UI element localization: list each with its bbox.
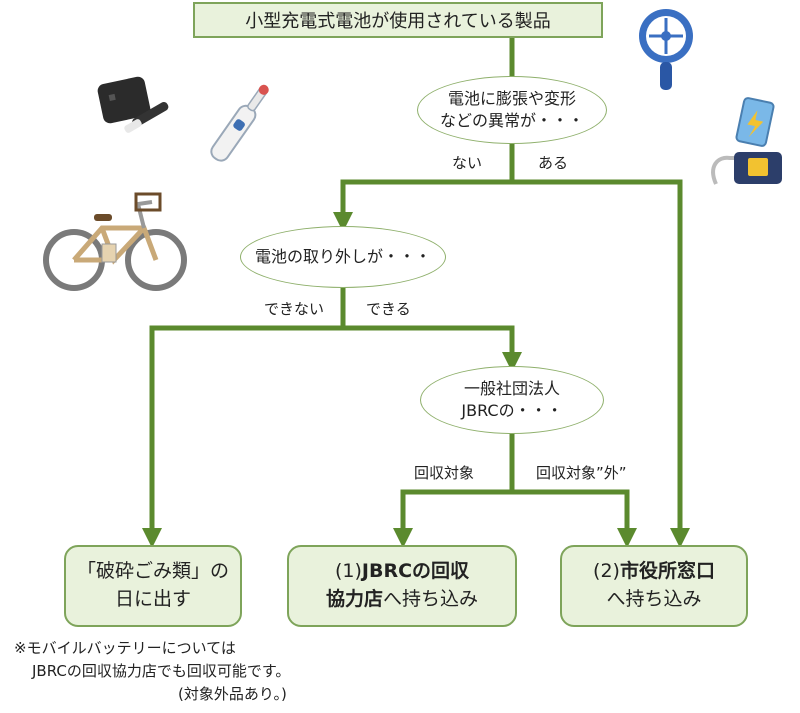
top-box: 小型充電式電池が使用されている製品 <box>193 2 603 38</box>
question-removable: 電池の取り外しが・・・ <box>240 226 446 288</box>
q2-no-label: できない <box>264 300 325 318</box>
result-crush-garbage: 「破砕ごみ類」の 日に出す <box>64 545 242 627</box>
q1-line1: 電池に膨張や変形 <box>447 89 576 109</box>
city-bold1: 市役所窓口 <box>619 560 715 583</box>
q1-no-label: ない <box>452 154 483 172</box>
question-jbrc: 一般社団法人 JBRCの・・・ <box>420 366 604 434</box>
q3-line2: JBRCの・・・ <box>461 401 563 420</box>
handheld-fan-icon <box>639 9 693 90</box>
crush-line1: 「破砕ごみ類」の <box>76 560 229 583</box>
q1-yes-label: ある <box>538 154 569 172</box>
e-cigarette-icon <box>97 76 169 133</box>
q2-text: 電池の取り外しが・・・ <box>254 247 431 267</box>
q2-yes-label: できる <box>366 300 411 318</box>
note-line3: (対象外品あり。) <box>178 685 287 703</box>
crush-line2: 日に出す <box>114 588 191 610</box>
note-line1: ※モバイルバッテリーについては <box>14 639 236 657</box>
q3-non-target-label: 回収対象”外” <box>536 464 627 482</box>
q3-line1: 一般社団法人 <box>463 379 560 399</box>
city-line2: へ持ち込み <box>606 588 702 610</box>
note-line2: JBRCの回収協力店でも回収可能です。 <box>32 662 291 680</box>
result-jbrc-store: (1)JBRCの回収 協力店へ持ち込み <box>287 545 517 627</box>
jbrc-rest: へ持ち込み <box>383 588 479 610</box>
smartphone-powerbank-icon <box>711 97 782 185</box>
q3-target-label: 回収対象 <box>414 464 475 482</box>
result-city-hall: (2)市役所窓口 へ持ち込み <box>560 545 748 627</box>
jbrc-bold1: JBRCの回収 <box>361 560 470 583</box>
city-prefix: (2) <box>593 560 620 583</box>
electric-bicycle-icon <box>43 192 187 291</box>
question-abnormal: 電池に膨張や変形 などの異常が・・・ <box>417 76 607 144</box>
q1-line2: などの異常が・・・ <box>439 111 584 130</box>
electric-toothbrush-icon <box>210 84 269 162</box>
jbrc-bold2: 協力店 <box>325 588 383 610</box>
jbrc-prefix: (1) <box>334 560 362 583</box>
top-box-text: 小型充電式電池が使用されている製品 <box>245 11 551 32</box>
